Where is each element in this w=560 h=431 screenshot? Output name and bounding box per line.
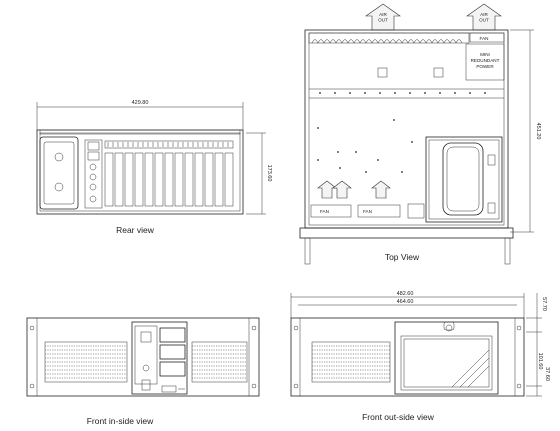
top-fan-box [469, 32, 505, 43]
front-right-bottom-label: 37.60 [544, 367, 550, 381]
rear-chassis-inner [39, 132, 241, 212]
front-outside-door [394, 321, 499, 395]
front-outside-height-dimensions: 57.70 101.60 37.60 [526, 293, 550, 397]
front-door-lock-icon [445, 324, 453, 332]
top-fan-strip [308, 32, 470, 44]
front-inside-vent-left [44, 341, 128, 383]
front-body-width-label: 464.60 [397, 299, 414, 305]
top-bracket-left [377, 67, 388, 78]
rear-psu-bay [39, 136, 79, 210]
top-drive-bay [425, 136, 503, 223]
rear-chassis-outline [36, 129, 244, 215]
front-inside-rack-hole-bl [29, 383, 35, 389]
top-bracket-right [433, 67, 444, 78]
fan-right-label: FAN [363, 209, 372, 214]
fan-left-label: FAN [320, 209, 329, 214]
rear-height-label: 173.60 [266, 165, 272, 182]
front-inside-rack-hole-br [251, 383, 257, 389]
rear-height-dimension: 173.60 [246, 132, 272, 215]
front-inside-rack-hole-tl [29, 325, 35, 331]
top-depth-dimension: 451.20 [510, 29, 541, 233]
front-inside-view: Front in-side view [26, 317, 260, 426]
front-outside-vent [311, 341, 391, 383]
front-outside-caption: Front out-side view [362, 412, 435, 422]
rear-vent-strip [104, 140, 234, 149]
front-outside-rack-hole-tl [293, 325, 299, 331]
front-inside-vent-right [191, 341, 248, 383]
front-outside-total-width-dimension: 482.60 [290, 291, 525, 318]
front-right-top-label: 57.70 [541, 297, 547, 311]
rear-view: 429.80 173.60 [36, 100, 272, 235]
top-handle-left [304, 237, 311, 265]
front-total-width-label: 482.60 [397, 291, 414, 297]
front-outside-chassis-outline [290, 317, 525, 397]
front-right-mid-label: 101.60 [537, 353, 543, 370]
rear-expansion-slots [104, 152, 234, 207]
top-fan-label: FAN [480, 36, 489, 41]
top-front-flange [299, 227, 514, 239]
rear-top-lip [39, 129, 241, 135]
top-fan-unit-right: FAN [357, 180, 401, 218]
top-fan-unit-left: FAN [310, 180, 352, 218]
top-view-caption: Top View [385, 252, 420, 262]
front-outside-body-width-dimension: 464.60 [298, 299, 517, 306]
front-inside-drive-cage [131, 321, 188, 395]
rear-width-label: 429.80 [132, 100, 149, 106]
front-outside-rack-hole-bl [293, 383, 299, 389]
rear-io-panel [84, 139, 103, 209]
top-small-board [407, 203, 425, 219]
top-depth-label: 451.20 [535, 123, 541, 140]
top-rail-holes [319, 92, 486, 94]
front-inside-chassis-outline [26, 317, 260, 397]
front-inside-rack-hole-tr [251, 325, 257, 331]
front-outside-rack-hole-br [516, 383, 522, 389]
front-inside-caption: Front in-side view [87, 416, 154, 426]
top-handle-right [504, 237, 511, 265]
rear-view-caption: Rear view [116, 225, 155, 235]
front-outside-rack-hole-tr [516, 325, 522, 331]
rear-width-dimension: 429.80 [36, 100, 244, 130]
top-standoffs [317, 119, 413, 173]
mini-redundant-power-box [465, 43, 505, 81]
front-outside-view: 482.60 464.60 [290, 291, 550, 422]
